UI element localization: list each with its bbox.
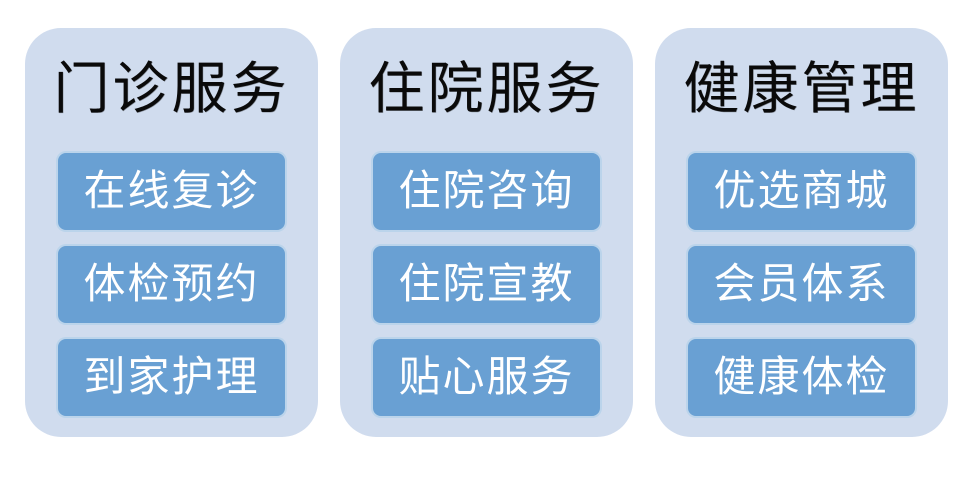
button-stack: 住院咨询 住院宣教 贴心服务: [371, 151, 602, 418]
card-inpatient-services: 住院服务 住院咨询 住院宣教 贴心服务: [340, 28, 633, 437]
service-card-group: 门诊服务 在线复诊 体检预约 到家护理 住院服务 住院咨询 住院宣教 贴心服务 …: [25, 28, 948, 437]
button-health-checkup[interactable]: 健康体检: [686, 337, 917, 418]
button-home-nursing[interactable]: 到家护理: [56, 337, 287, 418]
button-caring-service[interactable]: 贴心服务: [371, 337, 602, 418]
card-title: 门诊服务: [53, 58, 290, 121]
button-preferred-mall[interactable]: 优选商城: [686, 151, 917, 232]
card-outpatient-services: 门诊服务 在线复诊 体检预约 到家护理: [25, 28, 318, 437]
card-title: 健康管理: [683, 58, 920, 121]
card-title: 住院服务: [368, 58, 605, 121]
card-health-management: 健康管理 优选商城 会员体系 健康体检: [655, 28, 948, 437]
button-checkup-appointment[interactable]: 体检预约: [56, 244, 287, 325]
button-stack: 优选商城 会员体系 健康体检: [686, 151, 917, 418]
button-inpatient-education[interactable]: 住院宣教: [371, 244, 602, 325]
button-online-followup[interactable]: 在线复诊: [56, 151, 287, 232]
button-membership-system[interactable]: 会员体系: [686, 244, 917, 325]
button-stack: 在线复诊 体检预约 到家护理: [56, 151, 287, 418]
button-inpatient-consultation[interactable]: 住院咨询: [371, 151, 602, 232]
